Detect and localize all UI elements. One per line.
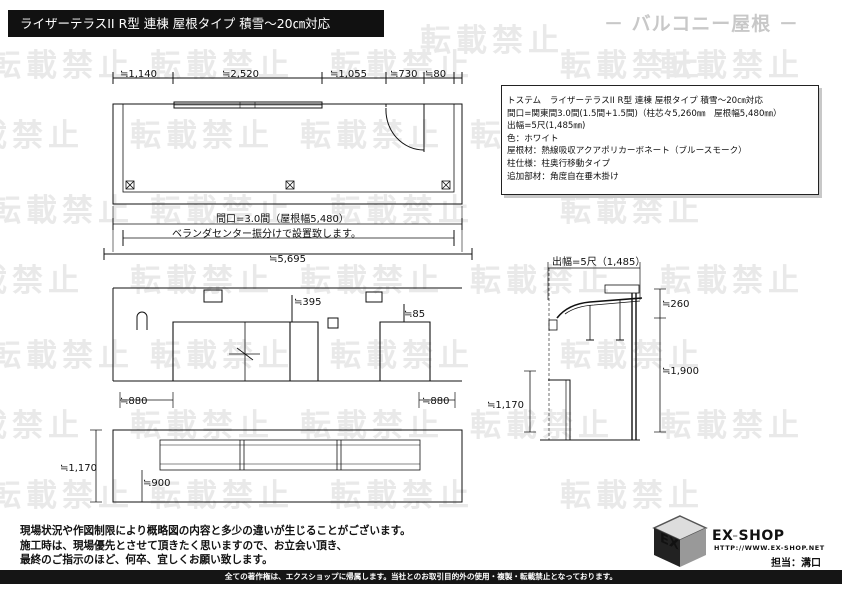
info-line: 間口=関東間3.0間(1.5間+1.5間)（柱芯々5,260㎜ 屋根幅5,480… xyxy=(507,108,782,119)
info-line: 出幅=5尺(1,485㎜) xyxy=(507,121,586,132)
dim-85: ≒85 xyxy=(404,309,425,320)
dim-1170-section: ≒1,170 xyxy=(487,400,524,411)
sash-window xyxy=(172,321,291,381)
opening-dimension xyxy=(112,218,463,246)
balcony-rail xyxy=(159,439,421,471)
projection-label: 出幅=5尺（1,485） xyxy=(552,255,645,268)
balcony-wall-section xyxy=(548,379,571,440)
door-swing xyxy=(385,104,425,152)
total-width-label: ≒5,695 xyxy=(269,254,306,265)
dim-395: ≒395 xyxy=(294,297,321,308)
roof-section xyxy=(556,297,643,319)
company-logo-area: EX EX-SHOP HTTP://WWW.EX-SHOP.NET 担当：溝口 xyxy=(650,513,840,573)
dim-730: ≒730 xyxy=(390,69,417,80)
vent-box-right xyxy=(365,291,383,303)
dim-900: ≒900 xyxy=(143,478,170,489)
dim-1055: ≒1,055 xyxy=(330,69,367,80)
info-line: トステム ライザーテラスII R型 連棟 屋根タイプ 積雪～20㎝対応 xyxy=(507,96,763,106)
disclaimer-notes: 現場状況や作図制限により概略図の内容と多少の違いが生じることがございます。 施工… xyxy=(20,524,411,568)
post-markers xyxy=(125,180,451,190)
door-elevation xyxy=(379,321,431,381)
box-logo-icon: EX xyxy=(652,515,708,567)
dim-1900: ≒1,900 xyxy=(662,366,699,377)
center-note: ベランダセンター振分けで設置致します。 xyxy=(172,227,361,240)
dim-2520: ≒2,520 xyxy=(222,69,259,80)
note-line: 最終のご指示のほど、何卒、宜しくお願い致します。 xyxy=(20,554,273,567)
dim-880-left: ≒880 xyxy=(120,396,147,407)
note-line: 現場状況や作図制限により概略図の内容と多少の違いが生じることがございます。 xyxy=(20,525,411,537)
top-dimension-line xyxy=(112,72,463,84)
info-line: 屋根材：熱線吸収アクアポリカーボネート（ブルースモーク） xyxy=(507,146,747,157)
roof-front-beam xyxy=(604,284,640,294)
company-url: HTTP://WWW.EX-SHOP.NET xyxy=(714,544,825,552)
outlet-box xyxy=(327,317,339,329)
company-name: EX-SHOP xyxy=(712,528,785,544)
section-title: － バルコニー屋根 － xyxy=(604,13,799,35)
balcony-outline xyxy=(112,429,463,503)
wall-lamp xyxy=(136,311,148,330)
roof-inner xyxy=(122,103,455,193)
dim-880-right: ≒880 xyxy=(422,396,449,407)
dim-260: ≒260 xyxy=(662,299,689,310)
product-info-box: トステム ライザーテラスII R型 連棟 屋根タイプ 積雪～20㎝対応 間口=関… xyxy=(501,85,819,195)
dim-1170-plan: ≒1,170 xyxy=(60,463,97,474)
copyright-footer: 全ての著作権は、エクスショップに帰属します。当社とのお取引目的外の使用・複製・転… xyxy=(0,570,842,584)
opening-label: 間口=3.0間（屋根幅5,480） xyxy=(216,212,349,225)
info-line: 色：ホワイト xyxy=(507,133,559,144)
info-line: 柱仕様：柱奥行移動タイプ xyxy=(507,158,611,169)
dim-80: ≒80 xyxy=(425,69,446,80)
staff-name: 担当：溝口 xyxy=(771,558,821,569)
vent-box-left xyxy=(203,289,223,303)
note-line: 施工時は、現場優先とさせて頂きたく思いますので、お立会い頂き、 xyxy=(20,539,348,552)
info-line: 追加部材：角度自在垂木掛け xyxy=(507,171,619,182)
dim-1140: ≒1,140 xyxy=(120,69,157,80)
page-title: ライザーテラスII R型 連棟 屋根タイプ 積雪～20㎝対応 xyxy=(8,10,384,37)
